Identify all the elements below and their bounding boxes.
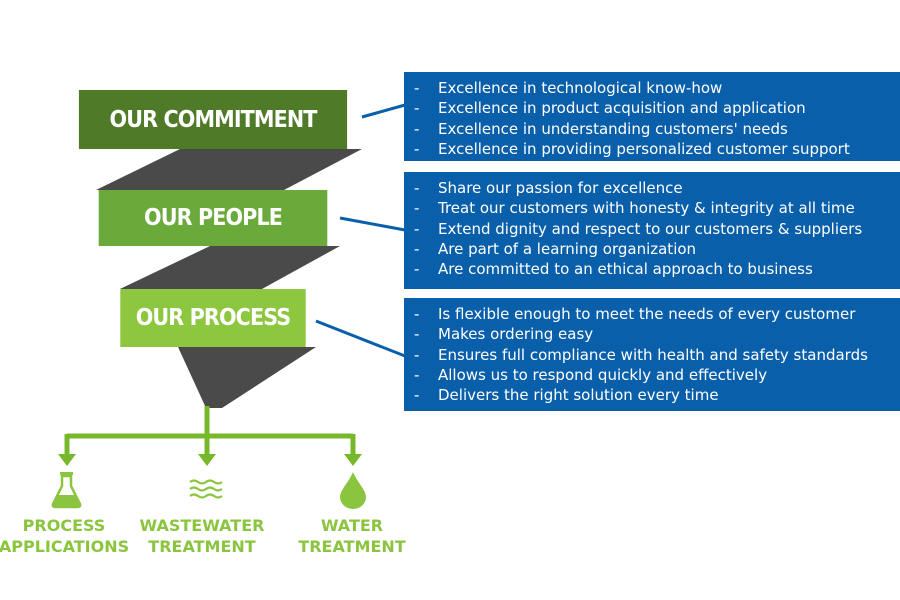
stage-commitment: OUR COMMITMENT <box>78 90 348 149</box>
arrowhead-wastewater <box>198 454 216 466</box>
output-label-line: TREATMENT <box>298 537 406 556</box>
output-label-line: TREATMENT <box>148 537 256 556</box>
connector-commitment <box>361 103 406 119</box>
water-drop-icon <box>340 472 366 509</box>
stage-people-label: OUR PEOPLE <box>144 205 283 231</box>
output-label-line: WASTEWATER <box>139 516 265 535</box>
stage-people: OUR PEOPLE <box>98 190 328 246</box>
list-item: -Ensures full compliance with health and… <box>414 345 868 364</box>
stage-commitment-label: OUR COMMITMENT <box>109 106 318 133</box>
list-item: -Delivers the right solution every time <box>414 386 719 405</box>
output-process-applications: PROCESS APPLICATIONS <box>0 515 129 557</box>
output-wastewater-treatment: WASTEWATER TREATMENT <box>140 515 265 557</box>
list-item: -Allows us to respond quickly and effect… <box>414 365 768 384</box>
list-item: -Extend dignity and respect to our custo… <box>414 219 863 238</box>
commitment-details: -Excellence in technological know-how -E… <box>404 72 900 161</box>
list-item: -Excellence in product acquisition and a… <box>414 99 806 118</box>
output-arrows <box>64 406 356 455</box>
list-item: -Excellence in understanding customers' … <box>414 119 788 138</box>
ribbon-segment-2 <box>120 246 340 289</box>
list-item: -Are committed to an ethical approach to… <box>414 260 813 279</box>
arrowhead-process <box>58 454 76 466</box>
list-item: -Share our passion for excellence <box>414 179 683 197</box>
list-item: -Excellence in providing personalized cu… <box>414 139 850 158</box>
ribbon-segment-1 <box>96 149 362 190</box>
waves-icon <box>189 479 223 499</box>
output-label-line: PROCESS <box>22 516 106 535</box>
list-item: -Is flexible enough to meet the needs of… <box>414 305 856 323</box>
output-label-line: APPLICATIONS <box>0 537 130 556</box>
ribbon-tail <box>178 347 316 408</box>
list-item: -Makes ordering easy <box>414 325 594 344</box>
people-details: -Share our passion for excellence -Treat… <box>404 172 900 289</box>
flask-icon <box>51 472 82 509</box>
output-label-line: WATER <box>320 516 384 535</box>
process-details: -Is flexible enough to meet the needs of… <box>404 298 900 411</box>
connector-people <box>339 216 406 232</box>
people-list: -Share our passion for excellence -Treat… <box>414 178 892 279</box>
list-item: -Excellence in technological know-how <box>414 79 723 97</box>
process-list: -Is flexible enough to meet the needs of… <box>414 304 892 405</box>
stage-process-label: OUR PROCESS <box>135 305 291 331</box>
stage-process: OUR PROCESS <box>120 289 306 347</box>
commitment-list: -Excellence in technological know-how -E… <box>414 78 892 159</box>
list-item: -Are part of a learning organization <box>414 239 697 258</box>
output-water-treatment: WATER TREATMENT <box>298 515 405 557</box>
arrowhead-water <box>344 454 362 466</box>
connector-process <box>315 319 406 358</box>
list-item: -Treat our customers with honesty & inte… <box>414 199 855 218</box>
